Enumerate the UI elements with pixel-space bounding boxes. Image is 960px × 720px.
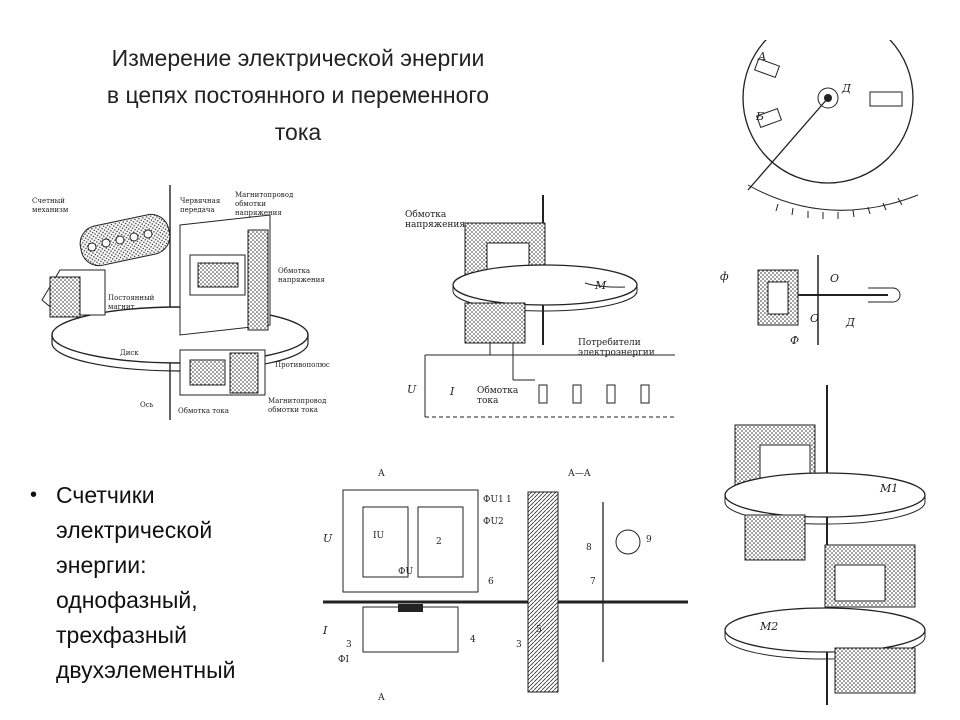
bullet-dot-icon: • [30,484,38,506]
label-Fu2: ФU2 [483,517,504,527]
label-volt-winding-2: напряжения [405,220,465,230]
counter-drum [79,213,171,267]
label-n9: 9 [646,535,652,545]
label-Oi: О [810,312,819,325]
label-volt-coil-2: напряжения [278,276,325,284]
title-line-3: тока [274,119,322,145]
label-current-core-1: Магнитопровод [268,397,327,405]
bullet-line-5: трехфазный [56,622,187,648]
label-phi: Ф [790,334,799,347]
bullet-line-3: энергии: [56,552,147,578]
label-M2: M2 [759,620,778,633]
label-current-core-2: обмотки тока [268,406,318,414]
label-IU: IU [373,531,385,541]
label-n7: 7 [590,577,596,587]
label-counter-1: Счетный [32,197,65,205]
label-current-coil: Обмотка тока [178,407,229,415]
label-n3: 3 [346,640,352,650]
label-Fu1: ФU1 [483,495,504,505]
label-counter-2: механизм [32,206,69,214]
scale-ticks [775,197,903,219]
label-disk: Диск [120,349,139,357]
label-consumers-1: Потребители [578,337,641,348]
label-I-section: I [322,624,328,637]
label-A-top: А [378,469,385,479]
two-element-meter-illustration: M1 M2 [724,385,926,705]
label-FI: ФI [338,655,349,665]
label-axis: Ось [140,401,154,409]
label-A-bot: А [378,693,385,703]
label-current-winding-2: тока [477,396,499,406]
label-D-small: Д [845,316,856,329]
label-volt-core-3: напряжения [235,209,282,217]
label-n5: 5 [536,625,542,635]
induction-meter-illustration: Счетный механизм Червячная передача Магн… [32,185,330,420]
bullet-line-1: Счетчики [56,482,155,508]
meter-circuit-diagram: Обмотка напряжения M Потребители электро… [405,195,675,418]
label-n3b: 3 [516,640,522,650]
permanent-magnet [41,269,106,318]
title-line-2: в цепях постоянного и переменного [106,82,490,108]
label-volt-core-1: Магнитопровод [235,191,294,199]
label-volt-coil-1: Обмотка [278,267,310,275]
bullet-line-4: однофазный, [56,587,198,613]
label-consumers-2: электроэнергии [578,348,655,358]
bullet-text: Счетчики электрической энергии: однофазн… [56,478,330,688]
label-current-winding-1: Обмотка [477,385,519,396]
label-O: О [830,272,839,285]
label-I: I [449,385,455,398]
label-n1: 1 [506,495,512,505]
label-n8: 8 [586,543,592,553]
voltage-core [179,214,271,336]
bullet-line-6: двухэлементный [56,657,236,683]
label-worm-1: Червячная [180,197,221,205]
label-volt-core-2: обмотки [235,200,266,208]
load-resistors [538,384,650,404]
label-worm-2: передача [180,206,215,214]
label-M1: M1 [879,482,898,495]
bullet-line-2: электрической [56,517,213,543]
dial-disk-diagram: А Б Д [742,40,919,219]
label-U-section: U [323,532,333,545]
label-D: Д [841,82,852,95]
slide-title: Измерение электрической энергии в цепях … [58,40,538,151]
label-U: U [407,383,417,396]
coil-mechanism-diagram: ф О О Д Ф [720,255,901,347]
label-AA: А—А [568,469,591,479]
label-n4: 4 [470,635,476,645]
label-B: Б [755,110,764,123]
label-magnet-2: магнит [108,303,135,311]
label-n6: 6 [488,577,494,587]
label-n2: 2 [436,537,442,547]
label-M: M [594,279,607,292]
label-counterpole: Противополюс [275,361,330,369]
label-volt-winding-1: Обмотка [405,209,447,220]
bullet-list: • Счетчики электрической энергии: однофа… [30,478,330,688]
label-FU: ФU [398,567,413,577]
title-line-1: Измерение электрической энергии [111,45,485,71]
label-magnet-1: Постоянный [108,294,155,302]
label-A: А [757,50,766,63]
meter-section-diagram: А А А—А ФU1 ФU2 ФI ФU IU U I 1 2 3 3 4 5… [322,469,688,703]
current-core [179,349,266,396]
label-phi-left: ф [720,270,729,283]
